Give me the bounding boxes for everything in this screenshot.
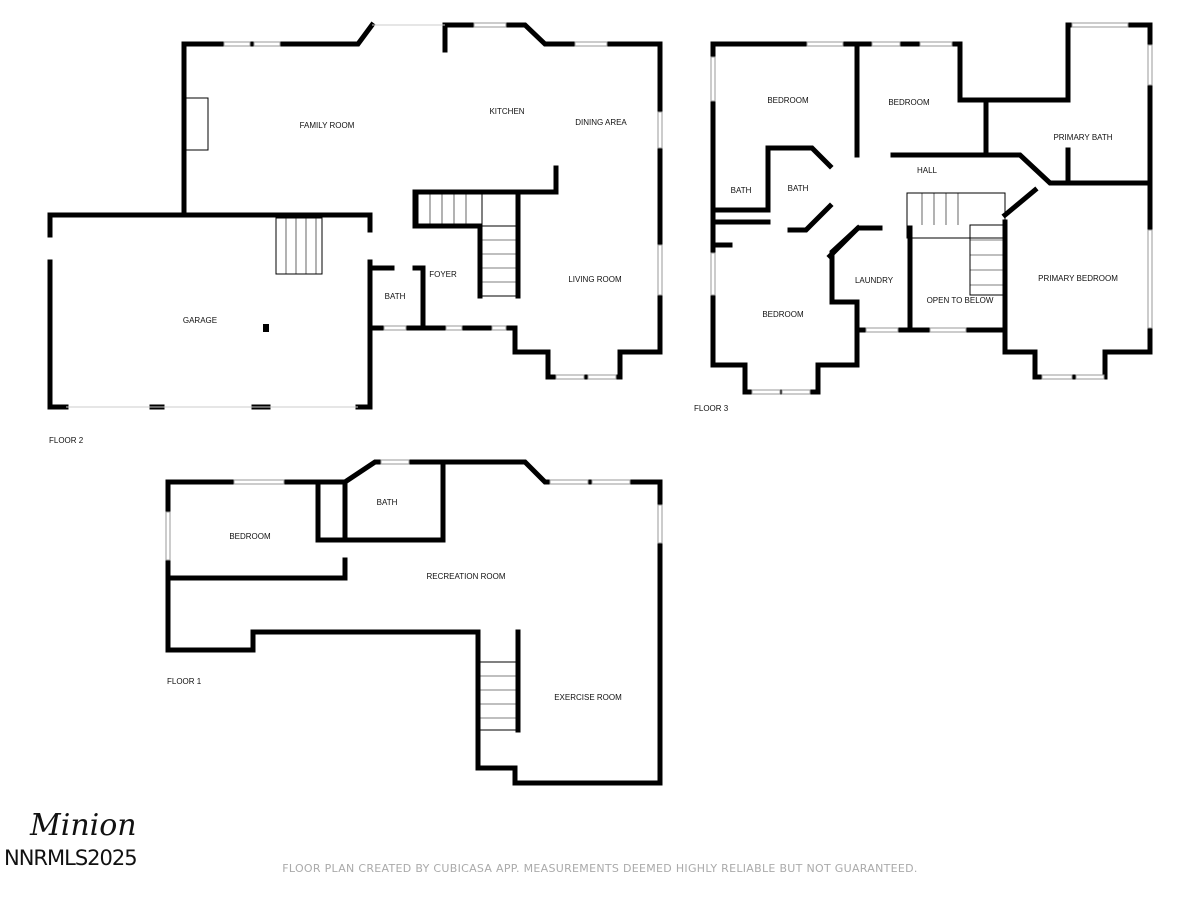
floor-2-label: FLOOR 2 <box>49 436 84 445</box>
watermark: NNRMLS2025 <box>4 846 138 870</box>
room-label-primary-bath: PRIMARY BATH <box>1053 133 1112 142</box>
floor-3-plan: BEDROOM BEDROOM PRIMARY BATH HALL BATH B… <box>694 22 1153 413</box>
room-label-exercise-room: EXERCISE ROOM <box>554 693 622 702</box>
floor-2-plan: FAMILY ROOM KITCHEN DINING AREA GARAGE B… <box>47 21 663 445</box>
brand-logo: Minion <box>30 808 137 843</box>
room-label-bedroom-1: BEDROOM <box>767 96 809 105</box>
room-label-open-to-below: OPEN TO BELOW <box>927 296 994 305</box>
room-label-recreation-room: RECREATION ROOM <box>427 572 506 581</box>
room-label-bath-2: BATH <box>788 184 809 193</box>
room-label-living-room: LIVING ROOM <box>568 275 622 284</box>
floor-1-plan: BEDROOM BATH RECREATION ROOM EXERCISE RO… <box>165 459 663 786</box>
room-label-bath: BATH <box>385 292 406 301</box>
room-label-foyer: FOYER <box>429 270 457 279</box>
room-label-garage: GARAGE <box>183 316 217 325</box>
room-label-primary-bedroom: PRIMARY BEDROOM <box>1038 274 1118 283</box>
room-label-dining-area: DINING AREA <box>575 118 627 127</box>
footer-disclaimer: FLOOR PLAN CREATED BY CUBICASA APP. MEAS… <box>282 862 918 875</box>
room-label-hall: HALL <box>917 166 938 175</box>
room-label-bath-1: BATH <box>731 186 752 195</box>
room-label-bedroom-2: BEDROOM <box>888 98 930 107</box>
room-label-laundry: LAUNDRY <box>855 276 894 285</box>
room-label-bedroom: BEDROOM <box>229 532 271 541</box>
floor-3-label: FLOOR 3 <box>694 404 729 413</box>
room-label-family-room: FAMILY ROOM <box>300 121 355 130</box>
floor-1-label: FLOOR 1 <box>167 677 202 686</box>
room-label-bath: BATH <box>377 498 398 507</box>
room-label-bedroom-3: BEDROOM <box>762 310 804 319</box>
room-label-kitchen: KITCHEN <box>489 107 524 116</box>
